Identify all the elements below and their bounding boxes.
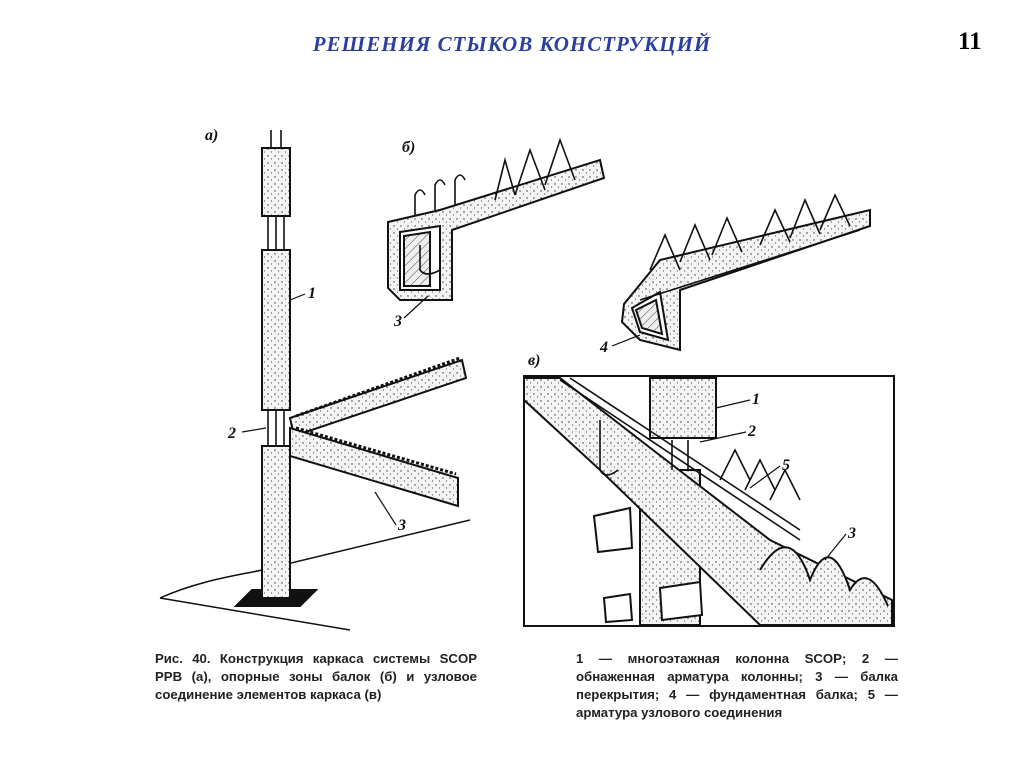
callout-b-4: 4 <box>599 339 608 356</box>
panel-v-node-detail <box>523 375 895 627</box>
panel-b-label: б) <box>402 139 415 156</box>
callout-v-3: 3 <box>847 525 856 542</box>
callout-v-1: 1 <box>752 391 760 408</box>
panel-a-label: а) <box>205 127 218 144</box>
panel-v-label: в) <box>528 352 540 369</box>
callout-v-5: 5 <box>782 457 790 474</box>
panel-b-beam-ends <box>387 137 871 352</box>
page-number: 11 <box>958 28 982 55</box>
callout-a-3: 3 <box>397 517 406 534</box>
slide-title: РЕШЕНИЯ СТЫКОВ КОНСТРУКЦИЙ <box>312 32 712 56</box>
panel-v-leaders <box>699 399 847 561</box>
panel-a-leaders <box>241 293 397 526</box>
panel-b-leaders <box>403 295 641 347</box>
panel-a-column-drawing <box>159 130 471 631</box>
figure-legend: 1 — многоэтажная колонна SCOP; 2 — обнаж… <box>576 651 898 720</box>
callout-b-3: 3 <box>393 313 402 330</box>
callout-v-2: 2 <box>747 423 756 440</box>
callout-a-1: 1 <box>308 285 316 302</box>
figure-caption: Рис. 40. Конструкция каркаса системы SCO… <box>155 651 477 702</box>
callout-a-2: 2 <box>227 425 236 442</box>
